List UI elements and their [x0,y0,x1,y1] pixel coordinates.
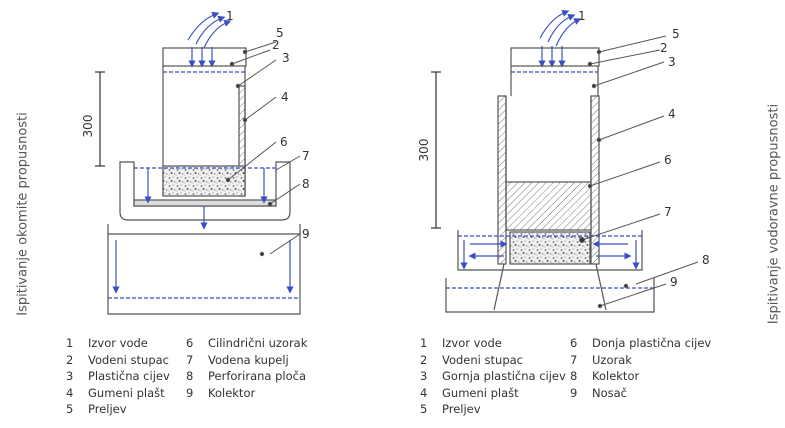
right-callout-3: 3 [668,55,676,69]
left-height-label: 300 [81,115,95,138]
right-rubber-membrane-left [497,95,507,265]
left-callout-8: 8 [302,177,310,191]
left-cylindrical-sample [162,165,246,197]
left-perforated-plate [133,199,277,207]
left-apparatus [95,11,301,315]
right-apparatus [431,9,699,313]
right-support [445,278,655,313]
right-overflow-cap [510,47,600,67]
right-callout-9: 9 [670,275,678,289]
right-callout-4: 4 [668,107,676,121]
left-water-bath [119,161,291,221]
right-callout-7: 7 [664,205,672,219]
left-callout-3: 3 [282,51,290,65]
right-height-label: 300 [417,139,431,162]
right-callout-1: 1 [578,9,586,23]
left-callout-9: 9 [302,227,310,241]
right-callout-6: 6 [664,153,672,167]
right-sample [509,231,591,265]
left-callout-5: 5 [276,26,284,40]
right-callout-2: 2 [660,41,668,55]
left-callout-2: 2 [272,38,280,52]
left-callout-1: 1 [226,9,234,23]
left-water-source-icon [187,11,232,68]
left-callout-7: 7 [302,149,310,163]
right-water-source-icon [538,9,582,68]
right-rubber-membrane-right [590,95,600,265]
left-overflow-cap [162,47,247,67]
left-collector [107,224,301,315]
right-callout-8: 8 [702,253,710,267]
right-lower-tube [505,181,592,231]
right-collector [457,230,643,271]
left-callout-4: 4 [281,90,289,104]
left-callout-6: 6 [280,135,288,149]
right-callout-5: 5 [672,27,680,41]
